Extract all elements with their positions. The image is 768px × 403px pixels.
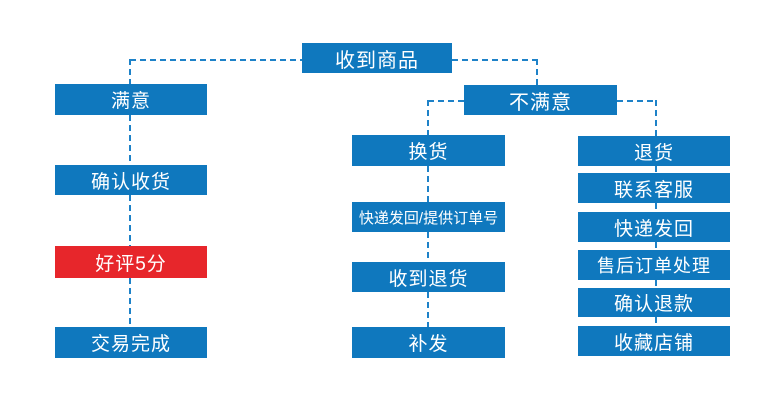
connector-courier-to-receive-return	[427, 232, 429, 262]
node-confirm-receipt: 确认收货	[55, 165, 207, 195]
connector-unsatisfied-to-return-v	[655, 100, 657, 136]
connector-courier-back-to-aftersales	[655, 242, 657, 250]
connector-root-to-unsatisfied-h	[452, 59, 537, 61]
node-favorite-store: 收藏店铺	[578, 326, 730, 356]
connector-return-to-contact	[655, 166, 657, 173]
connector-unsatisfied-to-exchange-h	[428, 100, 464, 102]
connector-root-to-satisfied-h	[130, 59, 302, 61]
connector-root-to-satisfied-v	[129, 59, 131, 84]
node-exchange-goods: 换货	[352, 135, 505, 166]
connector-refund-to-favorite	[655, 317, 657, 326]
node-aftersales-order-processing: 售后订单处理	[578, 250, 730, 280]
node-courier-send-back: 快递发回	[578, 212, 730, 242]
node-receive-goods: 收到商品	[302, 43, 452, 73]
node-reship: 补发	[352, 327, 505, 358]
node-return-goods: 退货	[578, 136, 730, 166]
connector-unsatisfied-to-return-h	[617, 100, 657, 102]
node-courier-return-with-order-no: 快递发回/提供订单号	[352, 202, 505, 232]
node-receive-returned-goods: 收到退货	[352, 262, 505, 292]
connector-confirm-to-review	[129, 195, 131, 246]
connector-receive-return-to-reship	[427, 292, 429, 327]
connector-exchange-to-courier	[427, 166, 429, 202]
connector-contact-to-courier-back	[655, 203, 657, 212]
node-contact-customer-service: 联系客服	[578, 173, 730, 203]
connector-root-to-unsatisfied-v	[536, 59, 538, 85]
connector-aftersales-to-refund	[655, 280, 657, 288]
node-transaction-complete: 交易完成	[55, 327, 207, 358]
connector-review-to-complete	[129, 278, 131, 327]
node-satisfied: 满意	[55, 84, 207, 115]
connector-unsatisfied-to-exchange-v	[427, 100, 429, 135]
node-good-review-5: 好评5分	[55, 246, 207, 278]
node-confirm-refund: 确认退款	[578, 288, 730, 317]
node-unsatisfied: 不满意	[464, 85, 617, 115]
connector-satisfied-to-confirm	[129, 115, 131, 165]
